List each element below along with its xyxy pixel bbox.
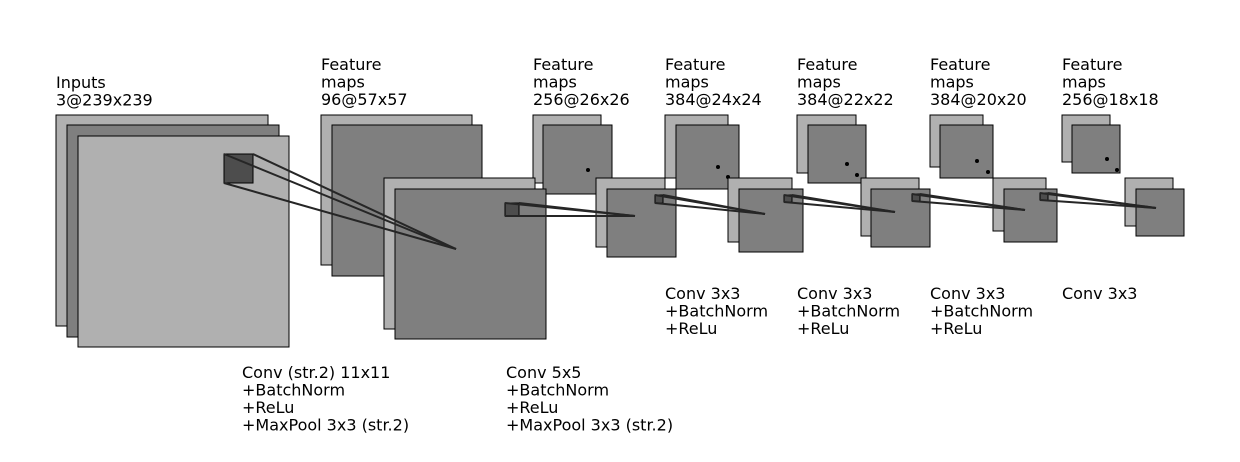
label-line: Feature <box>797 55 857 74</box>
receptive-field-dot <box>845 162 849 166</box>
pooled-map-front <box>394 188 547 340</box>
kernel-projection-3 <box>654 194 766 215</box>
receptive-field-dot <box>1115 168 1119 172</box>
label-line: Conv 3x3 <box>665 284 740 303</box>
feature-maps-layer-5 <box>929 114 994 179</box>
projection-line <box>919 193 1026 211</box>
label-line: maps <box>665 73 709 92</box>
label-line: +ReLu <box>797 319 849 338</box>
receptive-field-dot <box>1105 157 1109 161</box>
label-line: +MaxPool 3x3 (str.2) <box>242 416 409 435</box>
label-line: Conv 3x3 <box>1062 284 1137 303</box>
feature-maps-layer-6 <box>1061 114 1121 174</box>
projection-line <box>1047 192 1157 209</box>
label-line: maps <box>797 73 841 92</box>
label-line: 384@24x24 <box>665 90 762 109</box>
operation-label-3: Conv 3x3 +BatchNorm +ReLu <box>665 284 773 338</box>
layer-label-feature-maps-5: Feature maps 384@20x20 <box>930 55 1027 109</box>
projection-line <box>252 153 457 250</box>
label-line: 3@239x239 <box>56 91 153 110</box>
label-line: +BatchNorm <box>930 302 1033 321</box>
label-line: maps <box>930 73 974 92</box>
feature-map-front <box>1071 124 1121 174</box>
label-line: +MaxPool 3x3 (str.2) <box>506 416 673 435</box>
label-line: +ReLu <box>930 319 982 338</box>
pooled-maps-4 <box>860 177 931 248</box>
layer-label-feature-maps-3: Feature maps 384@24x24 <box>665 55 762 109</box>
label-line: Inputs <box>56 73 106 92</box>
pooled-maps-2 <box>595 177 677 258</box>
label-line: Conv 5x5 <box>506 363 581 382</box>
pooled-maps-3 <box>727 177 804 253</box>
operation-label-2: Conv 5x5 +BatchNorm +ReLu +MaxPool 3x3 (… <box>506 363 673 435</box>
pooled-maps-1 <box>383 177 547 340</box>
pooled-map-front <box>1003 188 1058 243</box>
layer-label-inputs: Inputs 3@239x239 <box>56 73 153 110</box>
kernel-projection-5 <box>911 193 1026 211</box>
receptive-field-dot <box>586 168 590 172</box>
layer-label-feature-maps-1: Feature maps 96@57x57 <box>321 55 408 109</box>
label-line: 384@22x22 <box>797 90 894 109</box>
layer-label-feature-maps-2: Feature maps 256@26x26 <box>533 55 630 109</box>
label-line: Conv (str.2) 11x11 <box>242 363 390 382</box>
label-line: Feature <box>930 55 990 74</box>
label-line: 96@57x57 <box>321 90 408 109</box>
kernel-projection-1 <box>223 153 457 250</box>
label-line: +BatchNorm <box>242 381 345 400</box>
label-line: +ReLu <box>665 319 717 338</box>
projection-line <box>911 200 1026 211</box>
receptive-field-dot <box>716 165 720 169</box>
pooled-map-front <box>870 188 931 248</box>
conv-kernel <box>223 153 254 184</box>
label-line: Feature <box>321 55 381 74</box>
projection-line <box>223 153 457 250</box>
label-line: +ReLu <box>506 398 558 417</box>
label-line: Feature <box>665 55 725 74</box>
pooled-map-front <box>1135 188 1185 237</box>
projection-line <box>1039 199 1157 209</box>
input-layer <box>55 114 290 348</box>
label-line: +ReLu <box>242 398 294 417</box>
label-line: Conv 3x3 <box>797 284 872 303</box>
label-line: +BatchNorm <box>506 381 609 400</box>
label-line: maps <box>533 73 577 92</box>
label-line: +BatchNorm <box>797 302 900 321</box>
projection-line <box>223 182 457 250</box>
input-channel-3 <box>77 135 290 348</box>
projection-line <box>791 194 896 213</box>
label-line: Conv 3x3 <box>930 284 1005 303</box>
layer-label-feature-maps-6: Feature maps 256@18x18 <box>1062 55 1159 109</box>
projection-line <box>662 194 766 215</box>
label-line: 256@26x26 <box>533 90 630 109</box>
label-line: maps <box>321 73 365 92</box>
kernel-projection-6 <box>1039 192 1157 209</box>
label-line: Feature <box>533 55 593 74</box>
operation-label-1: Conv (str.2) 11x11 +BatchNorm +ReLu +Max… <box>242 363 409 435</box>
pooled-map-front <box>606 188 677 258</box>
kernel-projection-2 <box>504 202 636 217</box>
projection-line <box>654 202 766 215</box>
projection-line <box>518 202 636 217</box>
layer-label-feature-maps-4: Feature maps 384@22x22 <box>797 55 894 109</box>
receptive-field-dot <box>986 170 990 174</box>
receptive-field-dot <box>975 159 979 163</box>
label-line: 256@18x18 <box>1062 90 1159 109</box>
operation-label-6: Conv 3x3 <box>1062 284 1137 303</box>
label-line: maps <box>1062 73 1106 92</box>
label-line: 384@20x20 <box>930 90 1027 109</box>
feature-maps-layer-4 <box>796 114 867 184</box>
operation-label-4: Conv 3x3 +BatchNorm +ReLu <box>797 284 905 338</box>
operation-label-5: Conv 3x3 +BatchNorm +ReLu <box>930 284 1038 338</box>
pooled-maps-6 <box>1124 177 1185 237</box>
receptive-field-dot <box>855 173 859 177</box>
pooled-map-front <box>738 188 804 253</box>
pooled-maps-5 <box>992 177 1058 243</box>
kernel-projection-4 <box>783 194 896 213</box>
label-line: +BatchNorm <box>665 302 768 321</box>
feature-map-front <box>939 124 994 179</box>
projection-line <box>783 201 896 213</box>
label-line: Feature <box>1062 55 1122 74</box>
